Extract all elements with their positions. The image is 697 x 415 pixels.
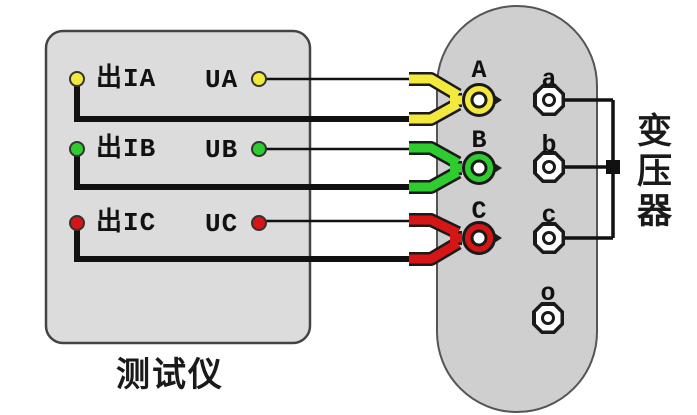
- label-clamp-b: B: [471, 126, 487, 155]
- clamp-b: [409, 141, 502, 194]
- dot-ic: [69, 215, 85, 231]
- tester-caption: 测试仪: [116, 355, 224, 395]
- label-ub: UB: [205, 135, 239, 165]
- clamp-c: [409, 213, 502, 266]
- dot-uc: [251, 215, 267, 231]
- label-out-ic: 出IC: [96, 208, 157, 238]
- clamp-b-fork: [409, 143, 462, 192]
- terminal-c: [533, 222, 565, 254]
- dot-ia: [69, 71, 85, 87]
- wire-ib: [74, 153, 411, 190]
- label-terminal-b: b: [541, 131, 557, 160]
- dot-ib: [69, 141, 85, 157]
- label-terminal-c: c: [541, 201, 557, 230]
- label-clamp-c: C: [471, 197, 487, 226]
- label-ua: UA: [205, 65, 239, 95]
- transformer-caption: 变压器: [631, 112, 671, 232]
- label-out-ib: 出IB: [96, 134, 157, 164]
- label-uc: UC: [205, 209, 239, 239]
- label-out-ia: 出IA: [96, 64, 157, 94]
- terminal-a: [533, 84, 565, 116]
- terminal-b: [533, 151, 565, 183]
- terminal-c-hole-icon: [542, 231, 556, 245]
- dot-ub: [251, 141, 267, 157]
- label-terminal-a: a: [541, 65, 557, 94]
- clamp-a-fork: [409, 74, 462, 124]
- terminal-a-hole-icon: [542, 93, 556, 107]
- clamp-b-hole: [470, 159, 488, 177]
- terminal-b-hole-icon: [542, 160, 556, 174]
- terminal-o: [532, 302, 564, 334]
- clamp-c-hole: [470, 229, 488, 247]
- transformer-body: [436, 5, 598, 413]
- clamp-a-hole: [470, 91, 488, 109]
- bus-junction-node: [606, 160, 620, 174]
- label-clamp-a: A: [471, 56, 487, 85]
- label-terminal-o: o: [540, 279, 556, 308]
- terminal-short-bus: [565, 98, 615, 240]
- wire-ia: [74, 83, 411, 122]
- dot-ua: [251, 71, 267, 87]
- terminal-o-hole-icon: [541, 311, 555, 325]
- wire-ic: [74, 227, 411, 262]
- clamp-c-fork: [409, 215, 462, 264]
- clamp-a: [409, 72, 502, 126]
